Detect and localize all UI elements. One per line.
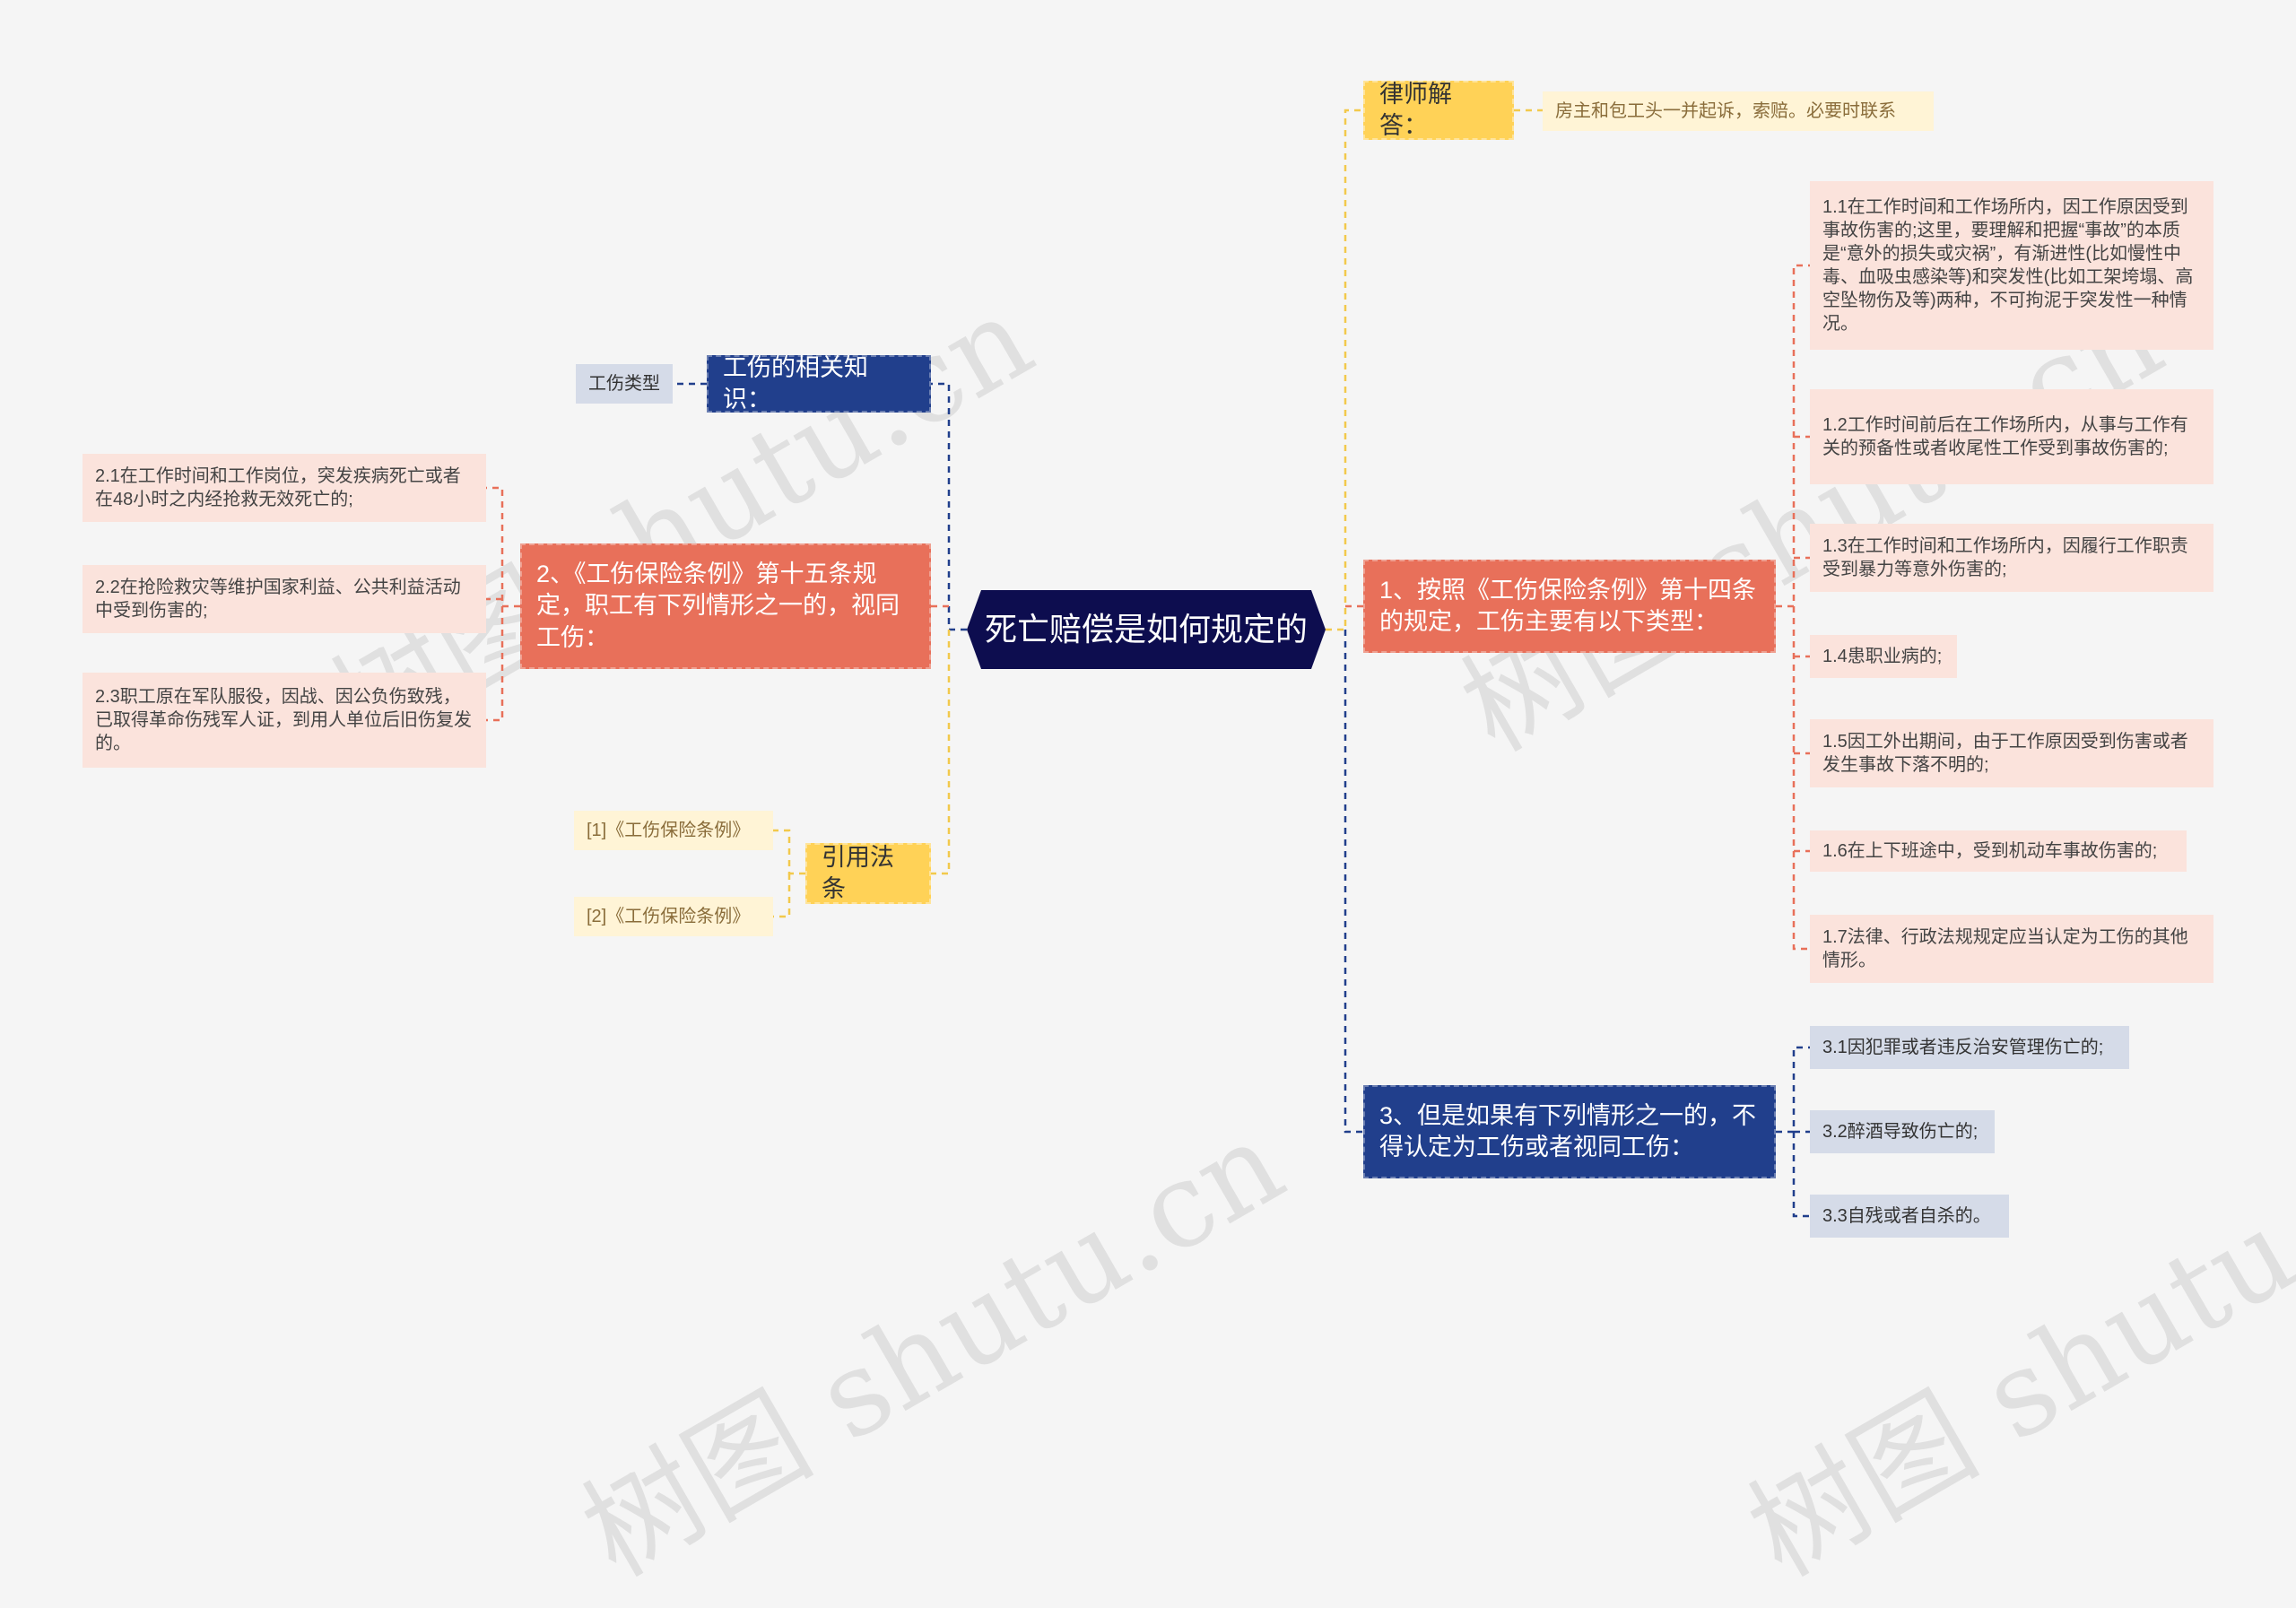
regulation-14-item[interactable]: 1.3在工作时间和工作场所内，因履行工作职责受到暴力等意外伤害的; [1810, 524, 2213, 592]
exclusion-item[interactable]: 3.1因犯罪或者违反治安管理伤亡的; [1810, 1026, 2129, 1069]
regulation-14-label: 1、按照《工伤保险条例》第十四条的规定，工伤主要有以下类型： [1379, 576, 1757, 635]
regulation-14-item[interactable]: 1.1在工作时间和工作场所内，因工作原因受到事故伤害的;这里，要理解和把握“事故… [1810, 181, 2213, 350]
knowledge-topic[interactable]: 工伤的相关知识： [707, 353, 931, 413]
regulation-14-item[interactable]: 1.7法律、行政法规规定应当认定为工伤的其他情形。 [1810, 915, 2213, 983]
citation-item[interactable]: [1]《工伤保险条例》 [574, 811, 773, 850]
knowledge-topic-label: 工伤的相关知识： [723, 353, 868, 413]
regulation-15-label: 2、《工伤保险条例》第十五条规定，职工有下列情形之一的，视同工伤： [536, 561, 900, 651]
regulation-14-item[interactable]: 1.4患职业病的; [1810, 635, 1957, 678]
regulation-15-topic[interactable]: 2、《工伤保险条例》第十五条规定，职工有下列情形之一的，视同工伤： [520, 543, 931, 669]
exclusions-topic[interactable]: 3、但是如果有下列情形之一的，不得认定为工伤或者视同工伤： [1363, 1085, 1776, 1178]
regulation-14-topic[interactable]: 1、按照《工伤保险条例》第十四条的规定，工伤主要有以下类型： [1363, 560, 1776, 653]
regulation-14-item[interactable]: 1.6在上下班途中，受到机动车事故伤害的; [1810, 830, 2187, 872]
root-topic-label: 死亡赔偿是如何规定的 [984, 610, 1308, 648]
regulation-15-item[interactable]: 2.1在工作时间和工作岗位，突发疾病死亡或者在48小时之内经抢救无效死亡的; [83, 454, 486, 522]
citation-item[interactable]: [2]《工伤保险条例》 [574, 897, 773, 936]
regulation-15-item[interactable]: 2.3职工原在军队服役，因战、因公负伤致残，已取得革命伤残军人证，到用人单位后旧… [83, 673, 486, 768]
regulation-14-item[interactable]: 1.2工作时间前后在工作场所内，从事与工作有关的预备性或者收尾性工作受到事故伤害… [1810, 389, 2213, 484]
injury-type-leaf[interactable]: 工伤类型 [576, 364, 673, 404]
lawyer-answer-leaf[interactable]: 房主和包工头一并起诉，索赔。必要时联系 [1543, 91, 1934, 131]
connector-lines [486, 109, 1810, 1218]
regulation-14-item[interactable]: 1.5因工外出期间，由于工作原因受到伤害或者发生事故下落不明的; [1810, 719, 2213, 787]
regulation-15-item[interactable]: 2.2在抢险救灾等维护国家利益、公共利益活动中受到伤害的; [83, 565, 486, 633]
injury-type-label: 工伤类型 [588, 374, 660, 394]
citations-topic-label: 引用法条 [822, 843, 894, 902]
exclusion-item[interactable]: 3.3自残或者自杀的。 [1810, 1195, 2009, 1238]
lawyer-answer-topic[interactable]: 律师解答： [1363, 81, 1514, 140]
exclusions-topic-label: 3、但是如果有下列情形之一的，不得认定为工伤或者视同工伤： [1379, 1101, 1757, 1160]
citations-topic[interactable]: 引用法条 [805, 843, 931, 904]
lawyer-answer-label: 律师解答： [1379, 80, 1452, 139]
root-topic[interactable]: 死亡赔偿是如何规定的 [967, 590, 1326, 669]
exclusion-item[interactable]: 3.2醉酒导致伤亡的; [1810, 1110, 1995, 1153]
